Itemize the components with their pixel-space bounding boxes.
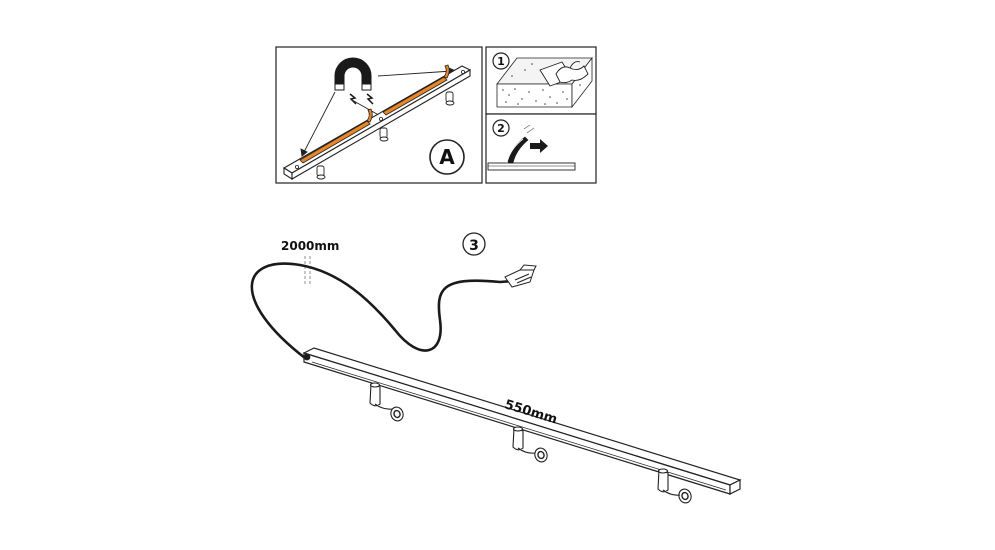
spotlight-1: [369, 382, 404, 422]
magnet-icon: [334, 57, 374, 105]
cable-length-label: 2000mm: [281, 239, 339, 253]
spotlight-3: [657, 468, 692, 504]
light-bar: [302, 347, 742, 495]
label-a-circle: [429, 139, 465, 175]
label-step-3: 3: [469, 238, 479, 254]
panel-a: A: [275, 46, 483, 184]
label-step-1: 1: [497, 55, 505, 68]
hand-wiping-icon: [539, 61, 589, 87]
power-cable: [250, 262, 515, 360]
label-a: A: [439, 145, 455, 169]
speckle-texture: [502, 63, 586, 105]
label-step-2: 2: [497, 122, 505, 135]
panel-step-2: 2: [485, 113, 597, 184]
peel-arrow-icon: [530, 139, 548, 153]
plug-connector-icon: [504, 264, 537, 288]
panel-step-1: 1: [485, 46, 597, 115]
spotlights-a: [316, 91, 455, 180]
adhesive-tape: [299, 64, 450, 164]
main-illustration: 3 2000mm 550mm: [250, 232, 742, 504]
spotlight-2: [512, 426, 548, 463]
label-step-3-circle: [462, 232, 486, 256]
